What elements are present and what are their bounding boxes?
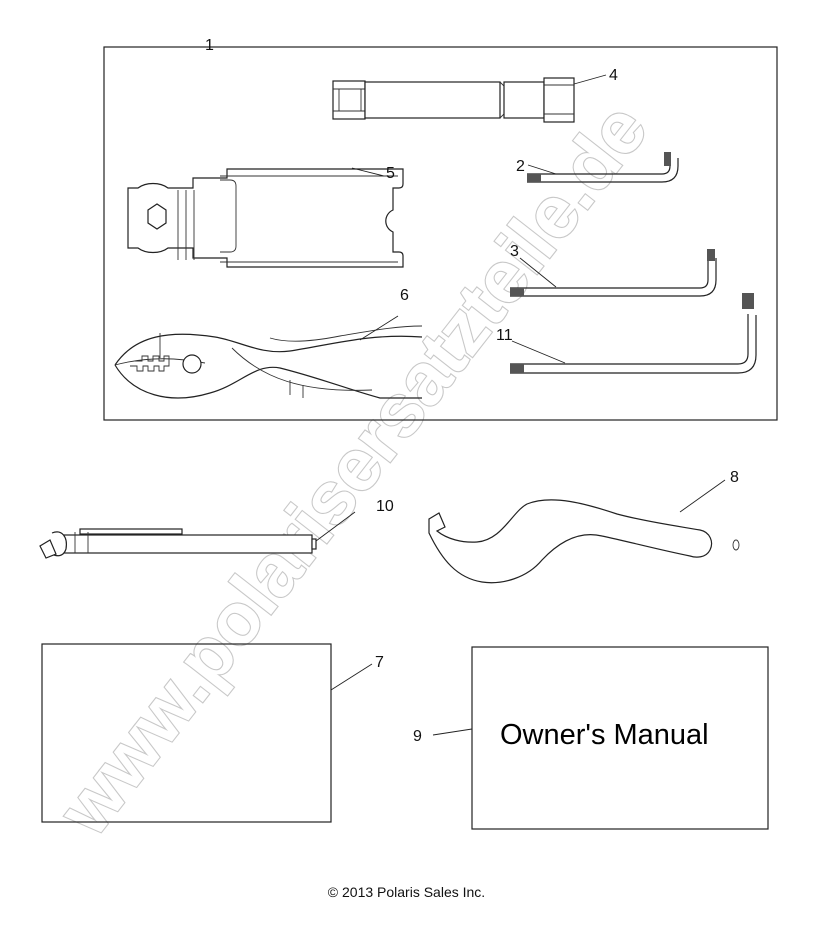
owners-manual: Owner's Manual 9 [413, 646, 769, 830]
callout-10: 10 [376, 498, 394, 515]
callout-4: 4 [609, 67, 618, 84]
copyright-notice: © 2013 Polaris Sales Inc. [327, 884, 486, 900]
callout-5: 5 [386, 165, 395, 182]
callout-9: 9 [413, 728, 422, 745]
callout-7: 7 [375, 654, 384, 671]
spark-plug-socket-tube: 4 [332, 67, 618, 123]
blank-document: 7 [41, 643, 384, 823]
hex-key-medium: 3 [510, 243, 717, 297]
callout-11: 11 [496, 327, 513, 344]
callout-3: 3 [510, 243, 519, 260]
hex-key-small: 2 [516, 152, 679, 183]
callout-2: 2 [516, 158, 525, 175]
slip-joint-pliers: 6 [114, 287, 423, 399]
callout-1: 1 [205, 37, 214, 54]
callout-8: 8 [730, 469, 739, 486]
spanner-wrench: 8 [428, 469, 740, 584]
spanner-extension: 5 [127, 165, 404, 268]
owners-manual-title: Owner's Manual [500, 719, 709, 751]
callout-6: 6 [400, 287, 409, 304]
tool-kit-box: 1 [103, 37, 778, 421]
tire-pressure-gauge: 10 [39, 498, 394, 559]
hex-key-large: 11 [496, 293, 757, 374]
